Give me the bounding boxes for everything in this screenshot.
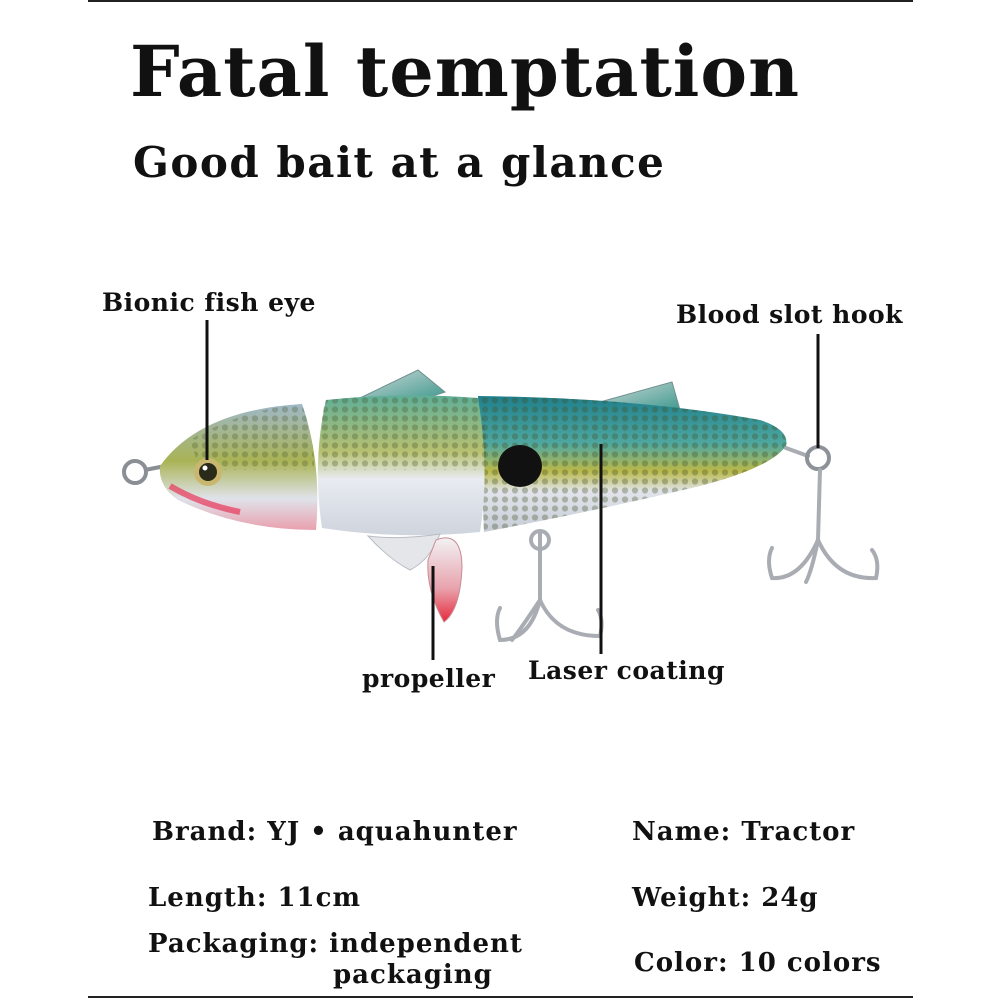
bottom-rule	[88, 996, 913, 998]
spec-weight: Weight: 24g	[632, 883, 819, 913]
spec-length: Length: 11cm	[148, 883, 361, 913]
page-subtitle: Good bait at a glance	[133, 138, 666, 187]
rear-body-section	[478, 396, 787, 532]
top-rule	[88, 0, 913, 2]
callout-bionic-fish-eye: Bionic fish eye	[102, 288, 316, 317]
spec-packaging-continued: packaging	[333, 960, 493, 990]
spec-brand: Brand: YJ • aquahunter	[152, 817, 518, 847]
callout-propeller: propeller	[362, 664, 496, 693]
spec-packaging: Packaging: independent	[148, 929, 523, 959]
middle-body-section	[317, 395, 486, 536]
spec-name: Name: Tractor	[632, 817, 856, 847]
callout-laser-coating: Laser coating	[528, 656, 725, 685]
callout-blood-slot-hook: Blood slot hook	[676, 300, 904, 329]
propeller-lip	[366, 533, 463, 623]
line-tie-ring	[122, 459, 166, 485]
page-title: Fatal temptation	[130, 30, 800, 113]
spec-color: Color: 10 colors	[634, 948, 882, 978]
tail-treble-hook	[767, 445, 880, 584]
head-section	[159, 404, 318, 530]
belly-treble-hook	[495, 529, 604, 643]
